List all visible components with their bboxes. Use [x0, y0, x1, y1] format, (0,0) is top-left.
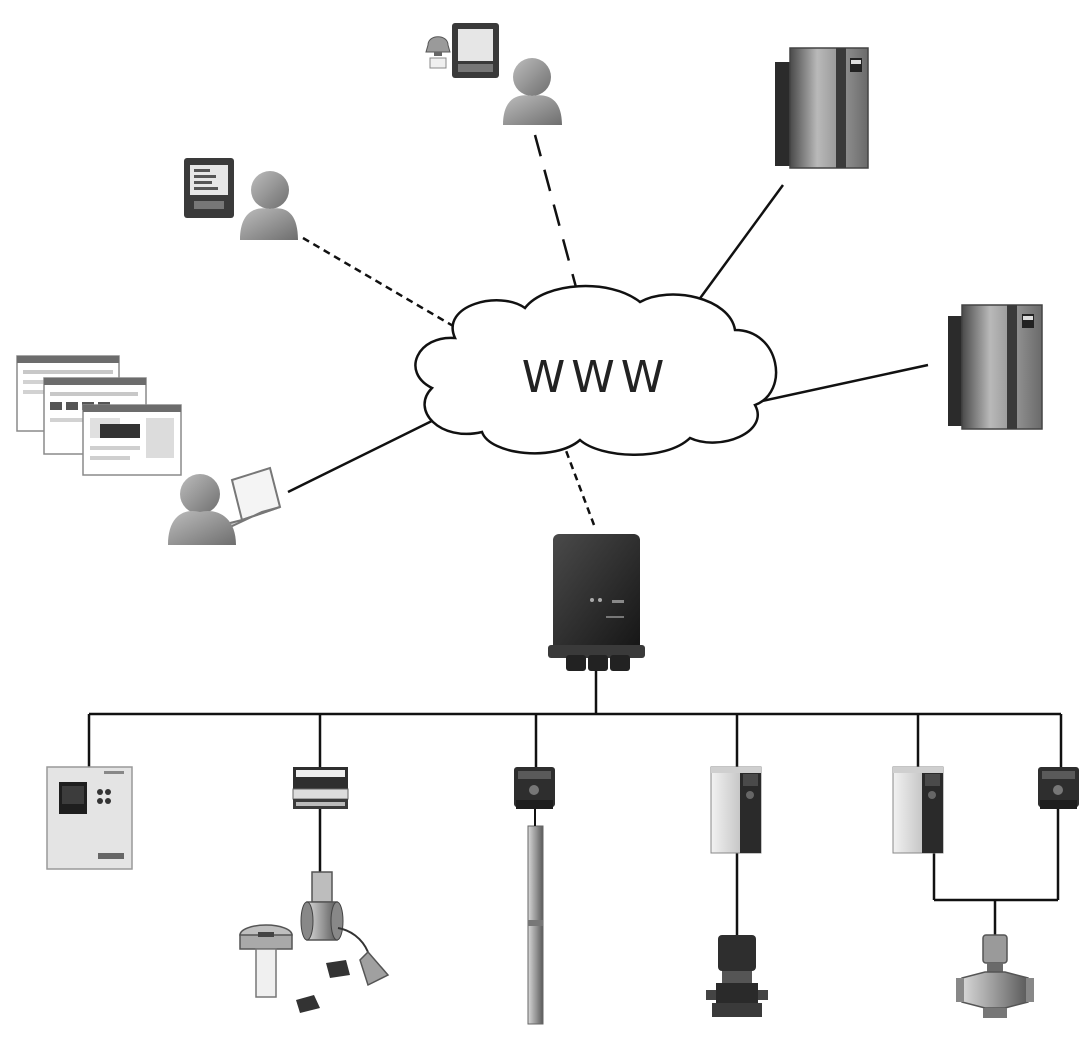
inline-pump-icon — [706, 935, 768, 1017]
link-gateway — [560, 439, 596, 526]
frequency-drive-icon — [892, 766, 944, 854]
server-cabinet-icon — [948, 304, 1043, 430]
link-phone-user — [533, 134, 582, 303]
alarm-user — [425, 23, 562, 125]
laptop-user — [168, 466, 282, 545]
person-icon — [240, 171, 298, 240]
drive-io-valve — [892, 766, 1079, 1018]
gateway-box — [548, 534, 645, 671]
io-module-icon — [514, 767, 555, 809]
tablet-icon — [184, 158, 234, 218]
valve-actuator-icon — [956, 934, 1034, 1018]
frequency-drive-icon — [710, 766, 762, 854]
link-server-top — [688, 184, 785, 313]
flow-meter-icon — [300, 871, 344, 941]
internet-cloud: WWW — [414, 284, 778, 456]
io-module-sensors — [239, 767, 390, 1013]
level-sensor-icon — [239, 924, 293, 998]
control-panel — [46, 766, 133, 870]
io-module-icon — [292, 767, 349, 809]
person-icon — [503, 58, 562, 125]
internet-links — [287, 134, 929, 526]
person-icon — [168, 474, 236, 545]
float-switch-icon — [296, 927, 390, 1013]
link-server-right — [761, 363, 929, 403]
io-module-icon — [1038, 767, 1079, 809]
alarm-bell-icon — [425, 36, 451, 69]
link-tablet-user — [302, 236, 461, 332]
drive-inline-pump — [706, 766, 768, 1017]
screenshot-windows-icon — [16, 355, 182, 476]
server-cabinet-icon — [775, 47, 869, 169]
server-cabinet-right — [948, 304, 1043, 430]
server-cabinet-top — [775, 47, 869, 169]
control-panel-icon — [46, 766, 133, 870]
tablet-icon — [452, 23, 499, 78]
cloud-label: WWW — [522, 352, 671, 403]
link-laptop-user — [287, 412, 447, 494]
tablet-user — [184, 158, 298, 240]
io-module-submersible — [514, 767, 555, 1025]
gateway-box-icon — [548, 534, 645, 671]
submersible-pump-icon — [527, 809, 544, 1025]
laptop-icon — [219, 466, 282, 530]
